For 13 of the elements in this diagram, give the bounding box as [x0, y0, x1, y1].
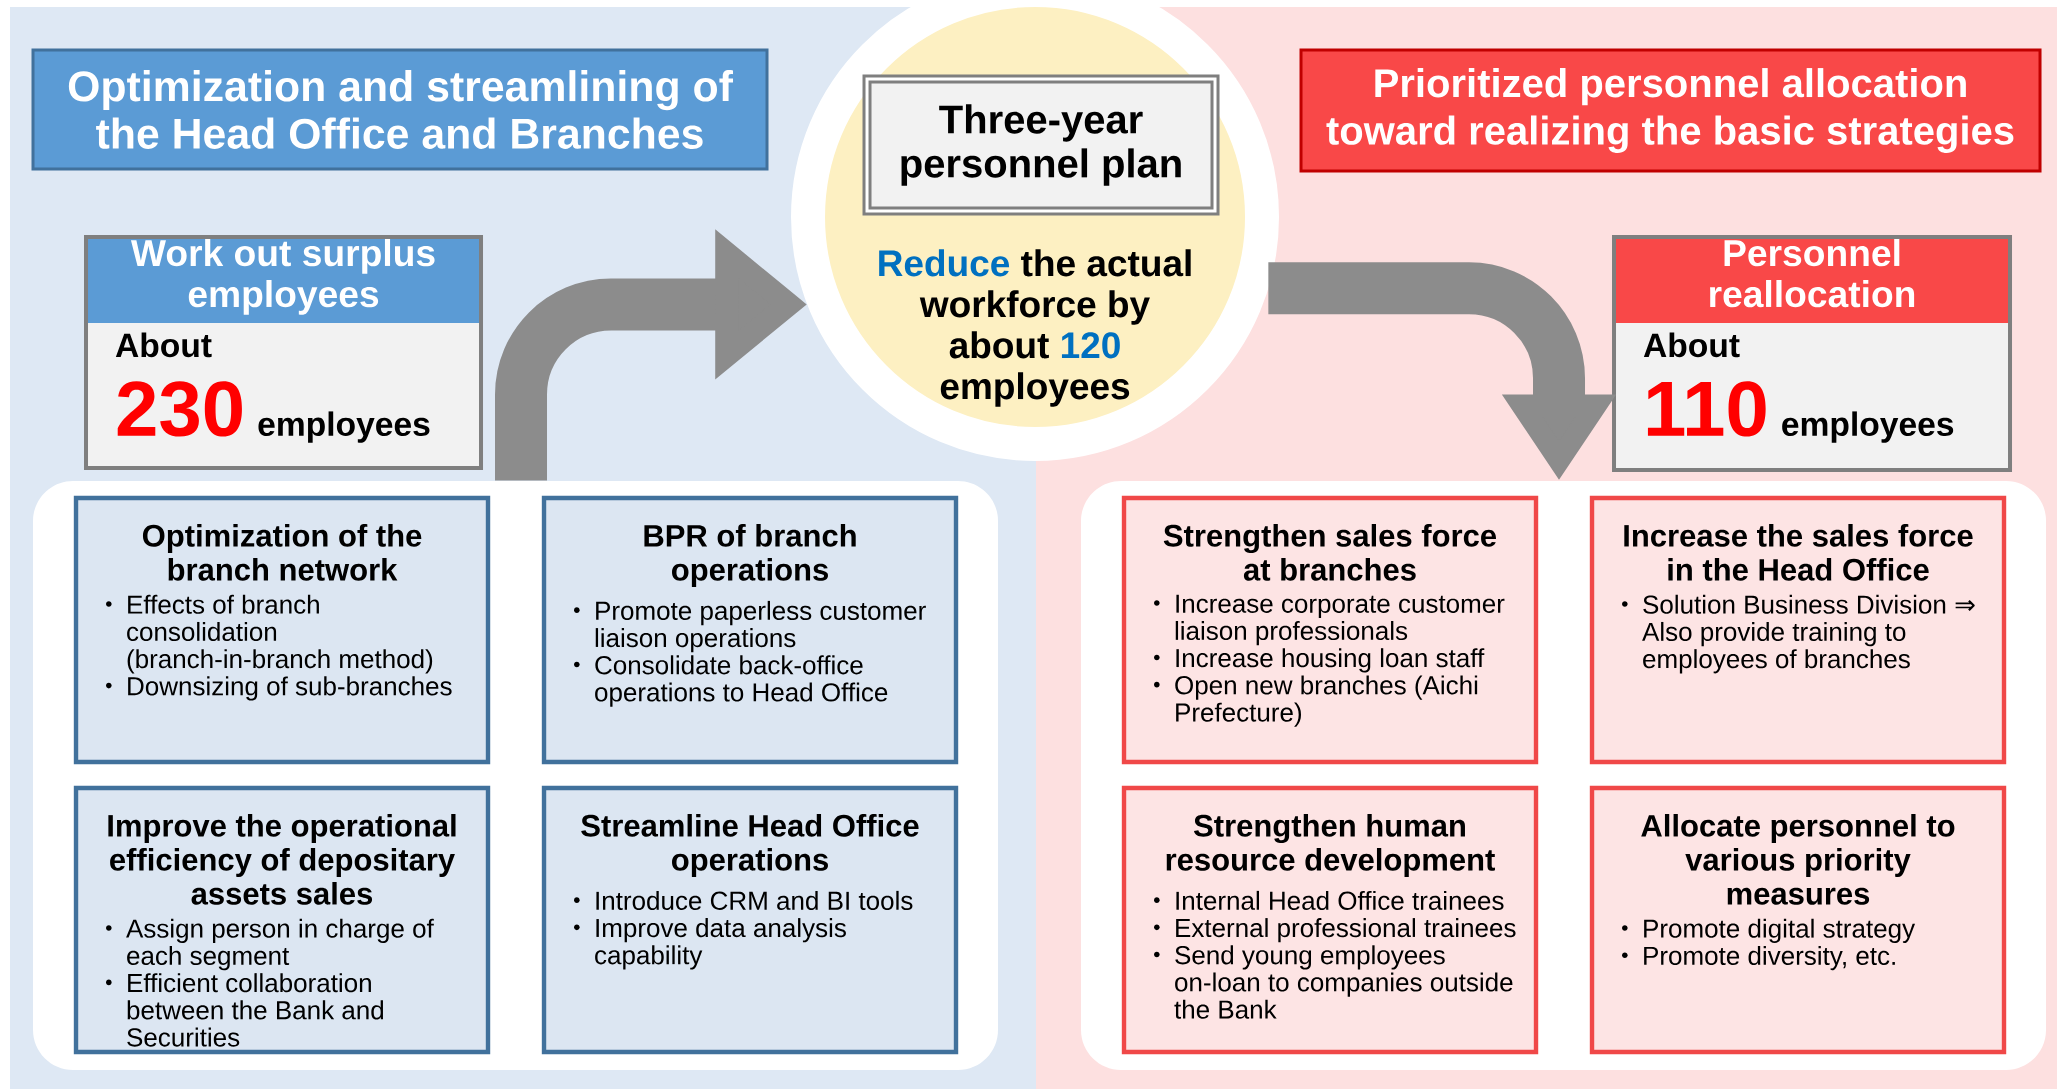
plan-box: Three-year personnel plan: [862, 74, 1220, 216]
measure-box: Improve the operational efficiency of depositary assets sales Assign person in charge of each segment Efficient collaboration between the Bank and Securities: [73, 785, 491, 1055]
measure-box: Strengthen sales force at branches Increase corporate customer liaison professionals Increase housing loan staff Open new branches (Aichi Prefecture): [1121, 495, 1539, 765]
measure-box: Increase the sales force in the Head Office Solution Business Division ⇒ Also provide training to employees of branches: [1589, 495, 2007, 765]
measure-box: Streamline Head Office operations Introduce CRM and BI tools Improve data analysis capability: [541, 785, 959, 1055]
title-banner: Optimization and streamlining of the Head Office and Branches: [31, 48, 769, 171]
measure-box: Allocate personnel to various priority measures Promote digital strategy Promote diversity, etc.: [1589, 785, 2007, 1055]
count-box: Personnel reallocation About 110 employees: [1612, 235, 2012, 472]
count-box: Work out surplus employees About 230 employees: [84, 235, 483, 470]
measure-box: BPR of branch operations Promote paperless customer liaison operations Consolidate back-office operations to Head Office: [541, 495, 959, 765]
title-banner: Prioritized personnel allocation toward realizing the basic strategies: [1299, 48, 2042, 173]
measure-box: Optimization of the branch network Effects of branch consolidation (branch-in-branch method) Downsizing of sub-branches: [73, 495, 491, 765]
measure-box: Strengthen human resource development Internal Head Office trainees External professional trainees Send young employees on-loan to companies outside the Bank: [1121, 785, 1539, 1055]
